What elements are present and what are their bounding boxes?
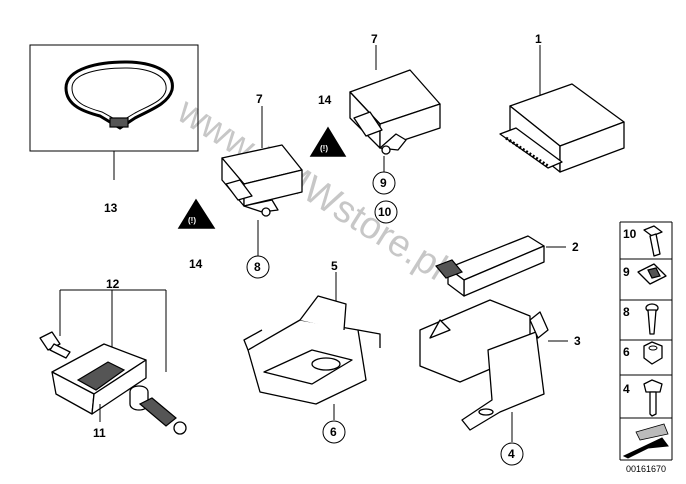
part-14-warning-label-lower: (!) xyxy=(177,198,216,229)
callout-9: 9 xyxy=(380,176,387,190)
callout-1: 1 xyxy=(535,32,542,46)
callout-10-circle xyxy=(374,200,398,224)
tpms-symbol-lower: (!) xyxy=(188,216,196,225)
legend-num-6: 6 xyxy=(623,345,630,359)
tpms-symbol-upper: (!) xyxy=(320,144,328,153)
part-1-tpms-control-unit xyxy=(499,45,625,173)
part-14-warning-label-upper: (!) xyxy=(309,126,347,157)
callout-4-circle xyxy=(500,442,524,466)
part-7-control-unit-right xyxy=(349,45,441,172)
part-13-mounting-band xyxy=(29,44,199,180)
callout-13: 13 xyxy=(104,201,118,215)
callout-7-left: 7 xyxy=(256,92,263,106)
part-12-sensor-kit xyxy=(39,289,187,435)
expanding-rivet-icon xyxy=(645,303,659,335)
callout-14-lower: 14 xyxy=(189,257,203,271)
callout-12: 12 xyxy=(106,277,120,291)
diagram-code: 00161670 xyxy=(626,464,666,474)
part-2-antenna xyxy=(434,235,566,297)
callout-6-circle xyxy=(322,420,346,444)
callout-4: 4 xyxy=(508,447,515,461)
callout-8: 8 xyxy=(254,260,261,274)
legend-num-4: 4 xyxy=(623,382,630,396)
callout-6: 6 xyxy=(330,425,337,439)
callout-9-circle xyxy=(372,171,396,195)
callout-10: 10 xyxy=(378,205,392,219)
legend-num-10: 10 xyxy=(623,227,637,241)
part-3-bracket xyxy=(419,299,568,442)
hex-bolt-icon xyxy=(643,225,663,257)
callout-3: 3 xyxy=(574,334,581,348)
part-7-control-unit-left xyxy=(221,106,303,256)
legend-num-9: 9 xyxy=(623,265,630,279)
part-5-holder xyxy=(243,272,381,420)
fastener-legend: 10 9 8 6 4 xyxy=(619,221,673,461)
callout-2: 2 xyxy=(572,240,579,254)
callout-8-circle xyxy=(246,255,270,279)
legend-num-8: 8 xyxy=(623,305,630,319)
callout-11: 11 xyxy=(93,426,106,440)
arrow-icon xyxy=(622,423,669,459)
callout-5: 5 xyxy=(331,259,338,273)
clip-nut-icon xyxy=(637,263,667,285)
screw-icon xyxy=(643,379,663,417)
callout-7-right: 7 xyxy=(371,32,378,46)
hex-nut-icon xyxy=(643,341,663,365)
callout-14-upper: 14 xyxy=(318,93,332,107)
